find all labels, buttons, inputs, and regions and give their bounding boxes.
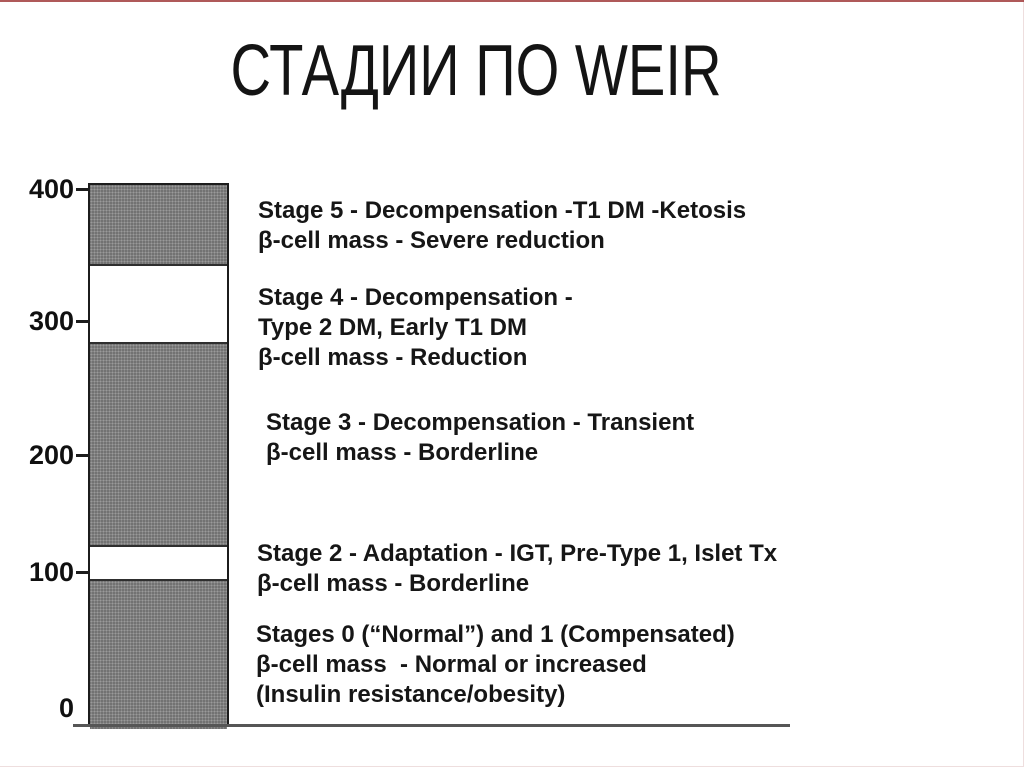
tick-mark-200 xyxy=(76,454,90,457)
bar-segment-stage-4 xyxy=(90,264,227,344)
stage-text-line: β-cell mass - Borderline xyxy=(266,439,539,466)
tick-mark-300 xyxy=(76,320,90,323)
bar-segment-stage-5 xyxy=(90,185,227,264)
beta-cell-mass-bar xyxy=(88,183,229,729)
tick-label-200: 200 xyxy=(28,440,74,470)
stage-annotation-stage-3: Stage 3 - Decompensation - Transient β-ce… xyxy=(266,408,694,468)
stage-text-line: Stage 3 - Decompensation - Transient xyxy=(266,409,695,436)
stage-text-line: β-cell mass - Reduction xyxy=(258,344,528,371)
bar-segment-stage-3 xyxy=(90,344,227,545)
stage-text-line: Stage 2 - Adaptation - IGT, Pre-Type 1, … xyxy=(257,540,778,567)
stage-text-line: β-cell mass - Severe reduction xyxy=(258,227,605,254)
stage-text-line: Stage 4 - Decompensation - xyxy=(258,284,573,311)
x-baseline xyxy=(73,724,790,727)
bar-segment-stage-2 xyxy=(90,545,227,581)
tick-mark-100 xyxy=(76,571,90,574)
tick-label-100: 100 xyxy=(28,557,74,587)
stage-annotation-stage-2: Stage 2 - Adaptation - IGT, Pre-Type 1, … xyxy=(257,539,777,599)
stage-text-line: Type 2 DM, Early T1 DM xyxy=(258,314,527,341)
tick-mark-400 xyxy=(76,188,90,191)
tick-label-300: 300 xyxy=(28,306,74,336)
stage-annotation-stage-4: Stage 4 - Decompensation - Type 2 DM, Ear… xyxy=(258,283,573,373)
stage-annotation-stage-5: Stage 5 - Decompensation -T1 DM -Ketosis… xyxy=(258,196,746,256)
slide-title: СТАДИИ ПО WEIR xyxy=(230,31,722,111)
stage-text-line: (Insulin resistance/obesity) xyxy=(256,681,566,708)
bar-segment-stages-0-1 xyxy=(90,581,227,729)
tick-label-400: 400 xyxy=(28,174,74,204)
stage-text-line: β-cell mass - Borderline xyxy=(257,570,530,597)
stage-text-line: Stage 5 - Decompensation -T1 DM -Ketosis xyxy=(258,197,747,224)
tick-label-0: 0 xyxy=(58,693,74,723)
stage-text-line: Stages 0 (“Normal”) and 1 (Compensated) xyxy=(256,621,735,648)
stage-annotation-stages-0-1: Stages 0 (“Normal”) and 1 (Compensated) β… xyxy=(256,620,735,710)
stage-text-line: β-cell mass - Normal or increased xyxy=(256,651,647,678)
